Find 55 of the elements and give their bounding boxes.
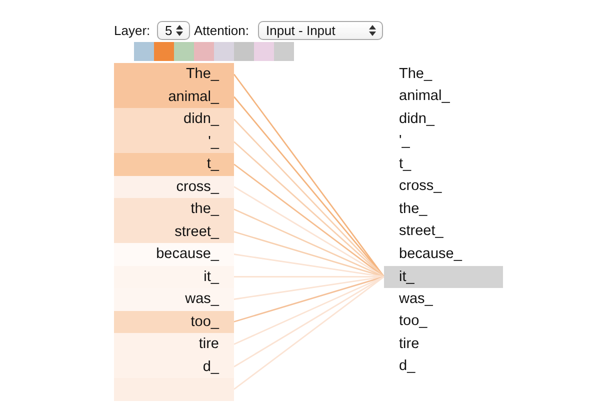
token-bar	[114, 198, 234, 220]
empty-token-bar	[114, 378, 234, 400]
attention-line	[234, 276, 384, 345]
token-text: didn_	[184, 111, 219, 127]
token-text: The_	[186, 66, 219, 82]
token-bar	[114, 153, 234, 176]
token-bar	[114, 333, 234, 356]
token-text: because_	[156, 246, 219, 262]
token-text: d_	[202, 358, 219, 374]
token-text: was_	[399, 290, 433, 308]
token-bar	[114, 288, 234, 310]
token-text: didn_	[399, 110, 434, 128]
token-bar	[114, 86, 234, 108]
token-text: was_	[185, 291, 219, 307]
token-bar	[114, 176, 234, 198]
token-text: cross_	[176, 178, 219, 194]
token-text: the_	[190, 201, 219, 217]
attention-line	[234, 276, 384, 390]
token-bar	[114, 130, 234, 153]
token-text: cross_	[399, 178, 442, 196]
token-text: it_	[204, 268, 219, 284]
highlighted-token-bar	[384, 266, 503, 288]
token-text: t_	[399, 156, 412, 173]
token-bar	[114, 63, 234, 86]
token-bar	[114, 310, 234, 333]
token-bar	[114, 266, 234, 288]
attention-line	[234, 254, 384, 278]
token-text: t_	[206, 156, 219, 172]
attention-line	[234, 164, 384, 278]
token-text: too_	[190, 314, 219, 330]
attention-line	[234, 276, 384, 322]
token-text: '_	[399, 133, 410, 150]
token-text: street_	[174, 224, 219, 240]
layer-select: 5	[157, 21, 190, 40]
token-text: because_	[399, 246, 462, 263]
token-text: tire	[399, 336, 420, 353]
token-bar	[114, 220, 234, 243]
layer-label: Layer:	[114, 23, 150, 39]
token-text: the_	[399, 200, 428, 218]
token-bar	[114, 243, 234, 266]
token-text: tire	[198, 336, 219, 352]
token-text: it_	[399, 268, 414, 284]
token-bar	[114, 356, 234, 378]
token-text: d_	[399, 358, 416, 376]
token-text: street_	[399, 223, 444, 240]
attention-select: Input - Input	[258, 21, 383, 40]
token-bar	[114, 108, 234, 130]
token-text: animal_	[168, 88, 219, 104]
token-text: animal_	[399, 88, 450, 106]
attention-line	[234, 186, 384, 278]
token-text: too_	[399, 313, 428, 330]
attention-line	[234, 208, 384, 278]
token-text: '_	[208, 134, 219, 150]
attention-label: Attention:	[194, 23, 249, 39]
token-text: The_	[399, 66, 432, 83]
